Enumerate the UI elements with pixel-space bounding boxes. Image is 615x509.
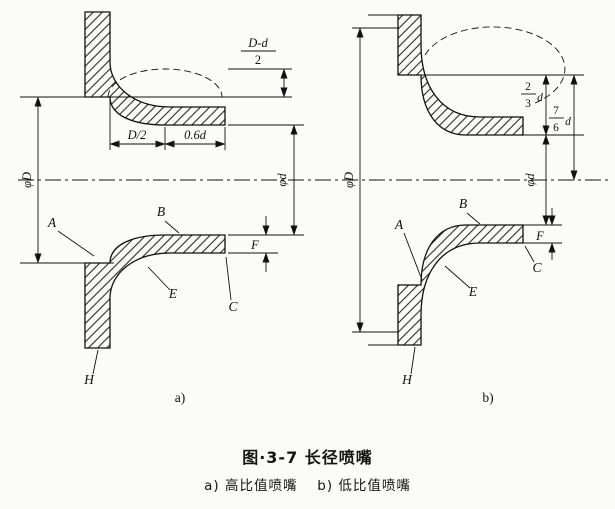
nozzle-figure: φD D-d 2 D/2 0.6d φd (18, 11, 608, 405)
dim-phiD-label-a: φD (20, 172, 34, 188)
construction-ellipse-b (424, 26, 566, 104)
nozzle-upper-section-a (84, 11, 226, 126)
drawing-a: φD D-d 2 D/2 0.6d φd (20, 11, 304, 405)
dim-phiD-b: φD (342, 27, 398, 333)
dim-phid-label-b: φd (523, 173, 537, 187)
part-label-H-a: H (83, 372, 95, 387)
part-label-B-a: B (157, 204, 165, 219)
construction-ellipse-a (107, 68, 223, 98)
nozzle-lower-section-a (84, 234, 226, 349)
dim-F-a: F (228, 216, 278, 272)
frac2-unit-b: d (565, 116, 571, 128)
subfigure-tag-a: a) (175, 390, 186, 405)
dim-F-label-a: F (250, 238, 259, 252)
dim-D2-06d-a: D/2 0.6d (109, 99, 226, 150)
frac1-numerator-b: 2 (525, 81, 531, 93)
part-label-A-a: A (47, 215, 57, 230)
frac2-numerator-b: 7 (553, 105, 559, 117)
dim-phid-b: φd (523, 134, 562, 226)
part-label-C-b: C (532, 260, 542, 275)
part-label-E-b: E (468, 284, 478, 299)
dim-phiD-label-b: φD (342, 172, 356, 188)
part-label-B-b: B (459, 196, 467, 211)
part-label-A-b: A (394, 217, 404, 232)
frac1-denominator-b: 3 (525, 98, 531, 110)
dim-phid-label-a: φd (275, 173, 289, 187)
frac-denominator-a: 2 (255, 53, 261, 67)
dim-F-label-b: F (535, 229, 544, 243)
part-label-C-a: C (228, 299, 238, 314)
figure-caption-title: 图·3-7 长径喷嘴 (242, 448, 373, 467)
figure-caption-subtitle: a) 高比值喷嘴 b) 低比值喷嘴 (204, 478, 411, 494)
subfigure-tag-b: b) (482, 390, 493, 405)
dim-seven-sixths-d-b: 7 6 d (549, 74, 578, 181)
dim-throat-length-label-a: 0.6d (184, 128, 207, 142)
dim-halfD-label-a: D/2 (127, 128, 147, 142)
drawing-b: φD 2 3 d 7 6 d φd (342, 14, 584, 405)
flange-step-lines-b (368, 14, 398, 346)
frac1-unit-b: d (537, 92, 543, 104)
part-labels-a: A B E C H (47, 204, 239, 387)
part-label-H-b: H (401, 372, 413, 387)
dim-phiD-a: φD (20, 96, 292, 264)
nozzle-upper-section-b (397, 14, 524, 136)
frac2-denominator-b: 6 (553, 122, 559, 134)
dim-D-minus-d-over-2-a: D-d 2 (228, 36, 292, 98)
nozzle-lower-section-b (397, 224, 524, 346)
frac-numerator-a: D-d (247, 36, 268, 50)
part-labels-b: A B E C H (394, 196, 543, 387)
dim-F-b: F (523, 208, 562, 260)
part-label-E-a: E (168, 286, 178, 301)
